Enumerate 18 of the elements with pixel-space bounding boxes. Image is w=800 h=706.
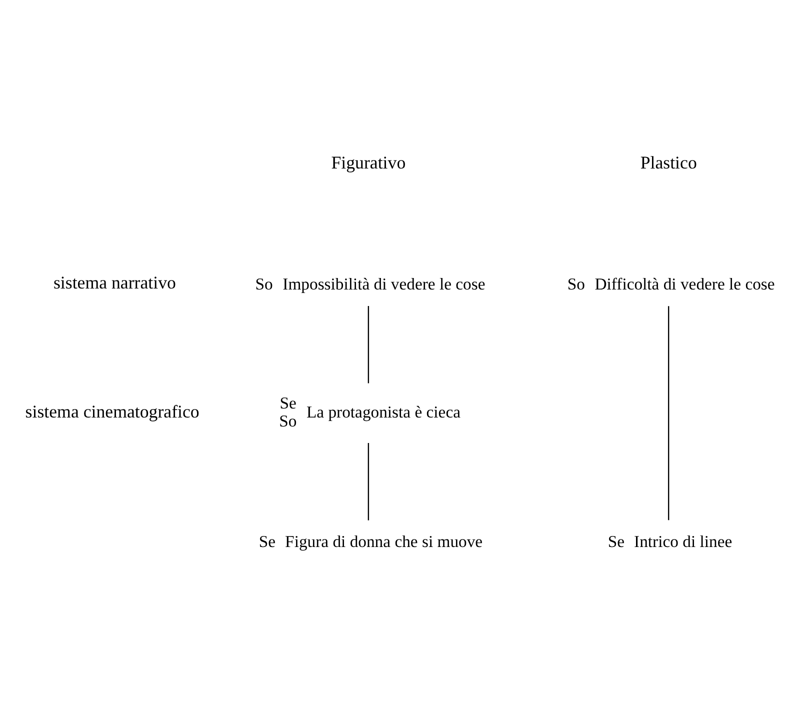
node-text: Impossibilità di vedere le cose: [282, 274, 486, 294]
node-label: So: [567, 274, 585, 294]
connector: [668, 306, 670, 520]
label: Plastico: [640, 152, 697, 172]
node-text: Difficoltà di vedere le cose: [594, 274, 775, 294]
label: sistema cinematografico: [25, 401, 200, 422]
node-text: Figura di donna che si muove: [285, 532, 483, 551]
node-label: So: [255, 274, 273, 294]
node-label: Se: [258, 532, 276, 551]
label: Figurativo: [331, 152, 406, 172]
node-text: La protagonista è cieca: [306, 402, 460, 422]
node-text: Intrico di linee: [634, 532, 732, 551]
label: sistema narrativo: [53, 272, 176, 293]
node-label: Se: [608, 532, 625, 551]
connector: [368, 443, 370, 520]
connector: [368, 306, 370, 384]
node-label: So: [279, 411, 297, 430]
node-label: Se: [280, 394, 296, 413]
